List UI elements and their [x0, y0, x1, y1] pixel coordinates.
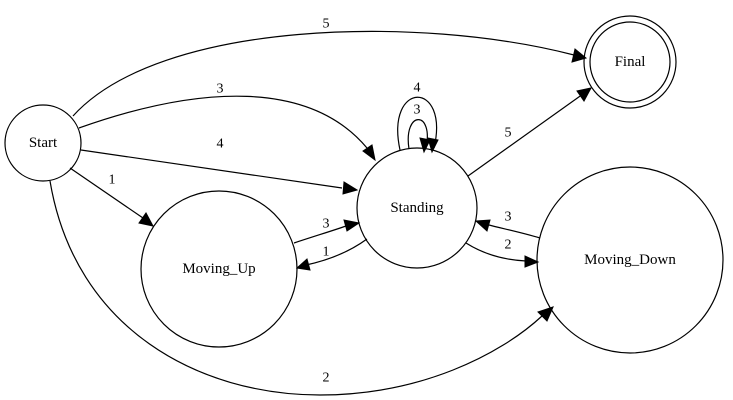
edge-start-moving-down: 2	[49, 180, 554, 396]
node-final: Final	[583, 15, 677, 109]
edge-start-final-label: 5	[323, 17, 330, 32]
edge-moving-up-standing-label: 3	[323, 217, 330, 232]
node-moving-up: Moving_Up	[140, 190, 298, 348]
edge-standing-self-loop-3: 3	[407, 103, 431, 154]
node-moving-up-label: Moving_Up	[182, 261, 255, 277]
edge-standing-self-loop-3-label: 3	[414, 103, 421, 118]
edge-start-standing-3: 3	[78, 82, 376, 162]
edge-start-standing-4-label: 4	[217, 137, 224, 152]
edge-moving-down-standing-label: 3	[505, 210, 512, 225]
edge-start-moving-down-label: 2	[323, 371, 330, 386]
edge-start-standing-3-label: 3	[217, 82, 224, 97]
edge-start-moving-up-label: 1	[109, 173, 116, 188]
node-moving-down: Moving_Down	[536, 166, 724, 354]
node-moving-down-label: Moving_Down	[584, 252, 676, 268]
edge-standing-moving-down-label: 2	[505, 238, 512, 253]
node-standing: Standing	[356, 147, 478, 269]
edge-standing-moving-up-label: 1	[323, 245, 330, 260]
edge-standing-final: 5	[467, 87, 592, 177]
edge-start-moving-up: 1	[69, 167, 154, 227]
edge-standing-moving-down: 2	[465, 238, 540, 268]
node-standing-label: Standing	[390, 200, 444, 216]
node-final-label: Final	[615, 54, 646, 70]
node-start-label: Start	[29, 135, 58, 151]
edge-standing-final-label: 5	[505, 126, 512, 141]
edge-standing-moving-up: 1	[295, 238, 368, 271]
node-start: Start	[4, 104, 82, 182]
edge-moving-up-standing: 3	[293, 217, 361, 244]
edge-standing-self-loop-4-label: 4	[414, 81, 421, 96]
edge-start-standing-4: 4	[80, 137, 359, 195]
edge-start-final: 5	[72, 17, 588, 117]
edge-moving-down-standing: 3	[474, 210, 541, 239]
edge-standing-self-loop-4: 4	[397, 81, 439, 154]
